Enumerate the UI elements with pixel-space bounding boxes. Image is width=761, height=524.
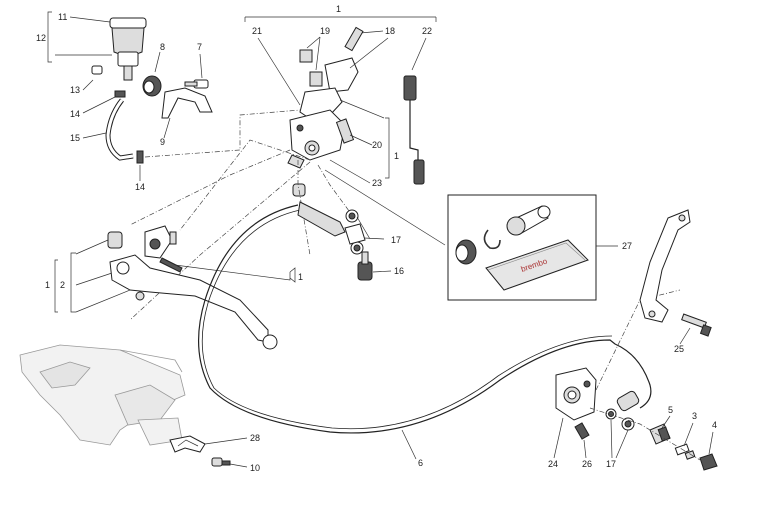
callout-6: 6 xyxy=(418,458,423,468)
callout-9: 9 xyxy=(160,137,165,147)
callout-17b: 17 xyxy=(606,459,616,469)
callout-16: 16 xyxy=(394,266,404,276)
callout-15: 15 xyxy=(70,133,80,143)
callout-24: 24 xyxy=(548,459,558,469)
callout-25: 25 xyxy=(674,344,684,354)
callout-13: 13 xyxy=(70,85,80,95)
group-bracket-top: 1 xyxy=(244,4,437,22)
repair-kit-box: 27 brembo xyxy=(447,194,632,301)
mount-bracket: 25 xyxy=(639,209,712,354)
callout-1-top: 1 xyxy=(336,4,341,14)
callout-14a: 14 xyxy=(70,109,80,119)
bolt-and-clip: 28 10 xyxy=(169,433,260,473)
callout-18: 18 xyxy=(385,26,395,36)
frame-outline xyxy=(19,344,186,446)
callout-27: 27 xyxy=(622,241,632,251)
callout-14b: 14 xyxy=(135,182,145,192)
callout-3: 3 xyxy=(692,411,697,421)
slave-cylinder: 24 26 5 3 4 xyxy=(548,289,718,471)
callout-1-left: 1 xyxy=(45,280,50,290)
callout-5: 5 xyxy=(668,405,673,415)
callout-1-mid: 1 xyxy=(298,272,303,282)
callout-4: 4 xyxy=(712,420,717,430)
callout-22: 22 xyxy=(422,26,432,36)
reservoir-assembly: 12 11 8 7 9 13 14 15 14 xyxy=(36,11,301,192)
callout-23: 23 xyxy=(372,178,382,188)
callout-8: 8 xyxy=(160,42,165,52)
callout-10: 10 xyxy=(250,463,260,473)
callout-7: 7 xyxy=(197,42,202,52)
callout-17a: 17 xyxy=(391,235,401,245)
lever-assembly: 1 2 1 xyxy=(45,225,303,350)
callout-2: 2 xyxy=(60,280,65,290)
callout-21: 21 xyxy=(252,26,262,36)
callout-19: 19 xyxy=(320,26,330,36)
callout-28: 28 xyxy=(250,433,260,443)
clutch-hose: 17 16 6 17 xyxy=(198,201,652,469)
callout-12: 12 xyxy=(36,33,46,43)
callout-1-right: 1 xyxy=(394,151,399,161)
callout-11: 11 xyxy=(58,12,67,22)
callout-26: 26 xyxy=(582,459,592,469)
callout-20: 20 xyxy=(372,140,382,150)
master-cylinder: 21 19 18 22 20 1 23 xyxy=(129,26,446,321)
